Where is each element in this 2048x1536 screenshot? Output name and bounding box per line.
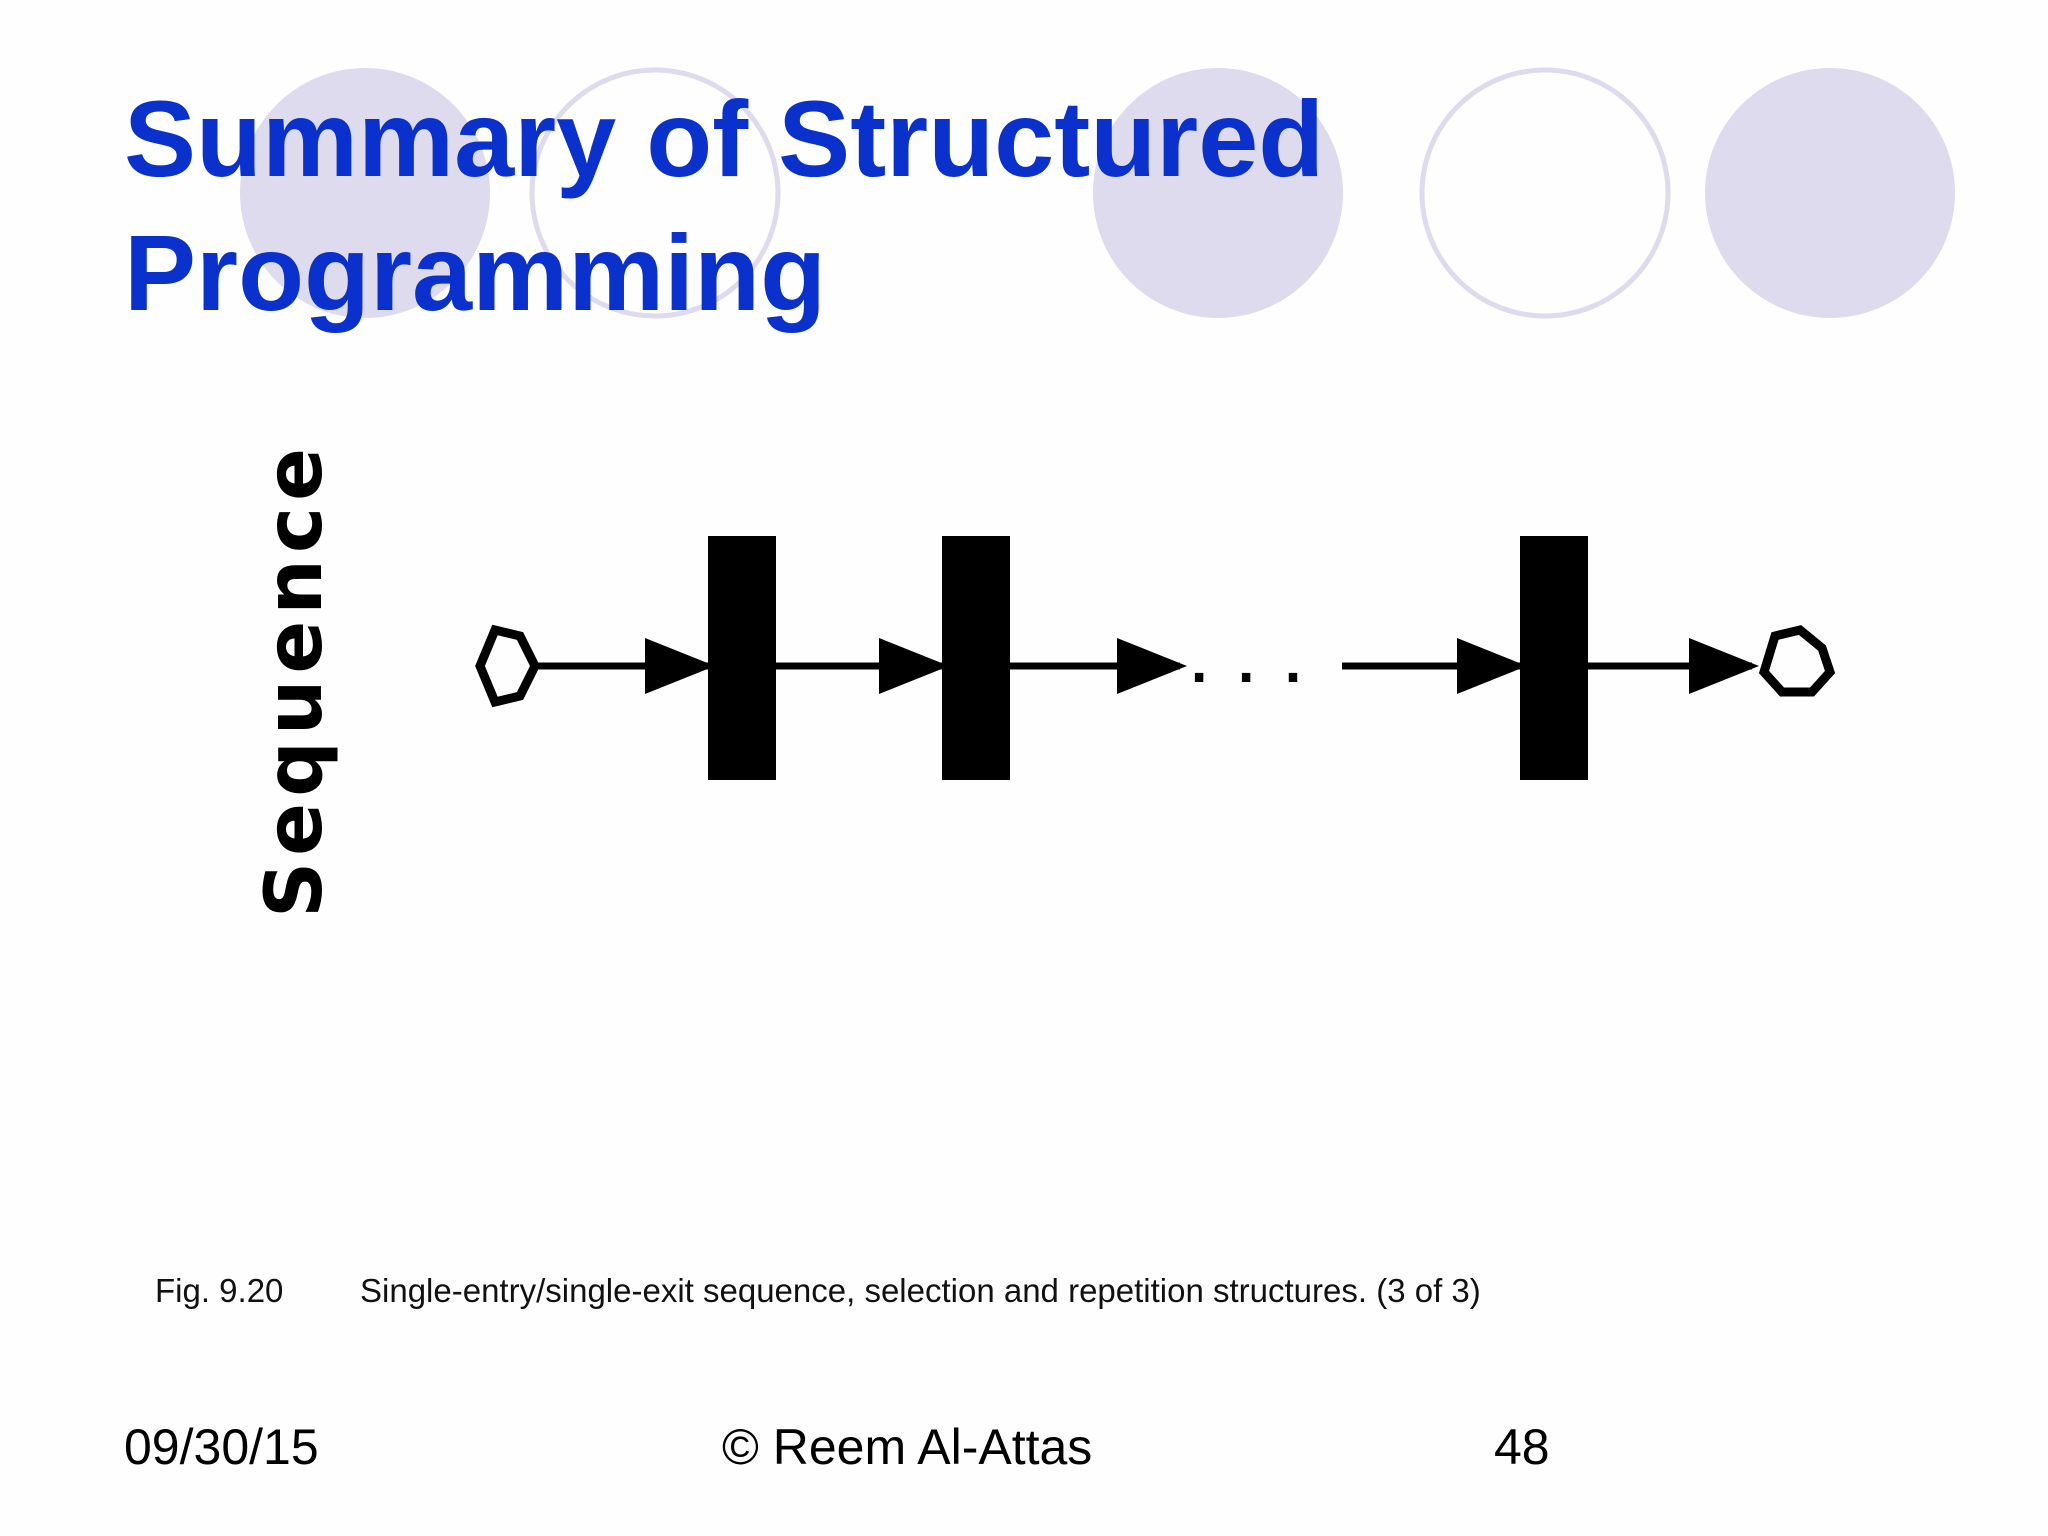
ellipsis: . . . bbox=[1190, 638, 1308, 694]
filled-circle-1 bbox=[240, 68, 490, 318]
footer-author: © Reem Al-Attas bbox=[722, 1419, 1093, 1475]
exit-node-icon bbox=[1758, 625, 1836, 697]
process-block-1 bbox=[708, 536, 776, 780]
slide-title: Summary of Structured Programming bbox=[124, 72, 1524, 340]
sequence-label: Sequence bbox=[250, 441, 340, 919]
entry-node-icon bbox=[475, 624, 541, 708]
filled-circle-2 bbox=[1093, 68, 1343, 318]
title-line-2: Programming bbox=[124, 212, 827, 333]
footer-date: 09/30/15 bbox=[124, 1419, 319, 1475]
process-block-2 bbox=[942, 536, 1010, 780]
title-line-1: Summary of Structured bbox=[124, 78, 1325, 199]
outline-circle-1 bbox=[529, 67, 781, 319]
outline-circle-2 bbox=[1419, 67, 1671, 319]
footer-page-number: 48 bbox=[1494, 1419, 1550, 1475]
figure-number: Fig. 9.20 bbox=[155, 1272, 284, 1309]
filled-circle-3 bbox=[1705, 68, 1955, 318]
figure-caption: Single-entry/single-exit sequence, selec… bbox=[360, 1272, 1481, 1309]
process-block-3 bbox=[1520, 536, 1588, 780]
